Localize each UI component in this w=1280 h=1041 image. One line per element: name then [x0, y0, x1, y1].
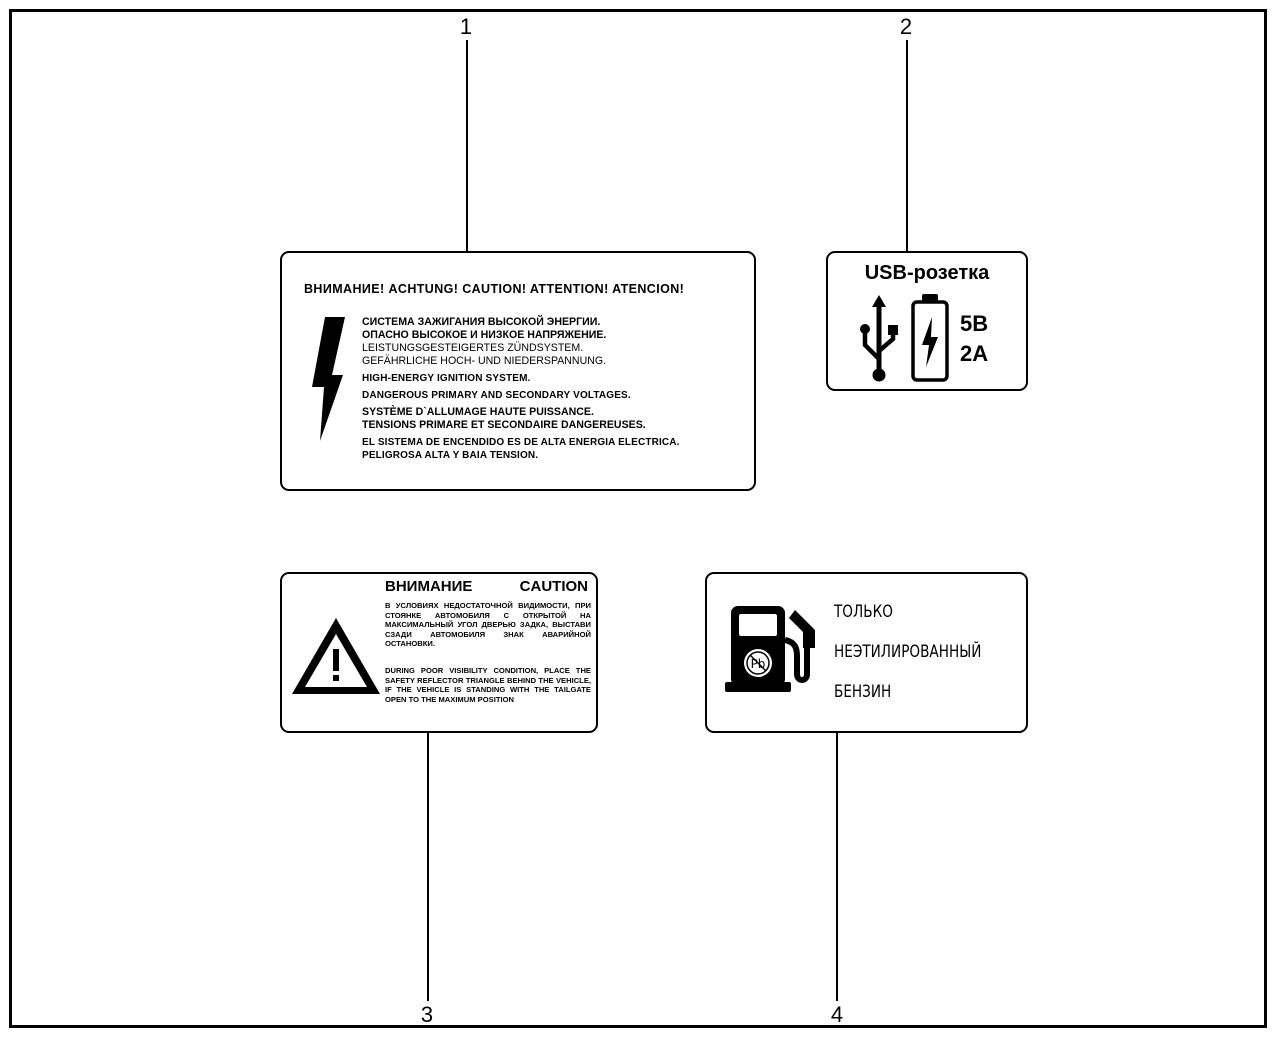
callout-3: 3 — [420, 1002, 434, 1027]
label3-heading-ru: ВНИМАНИЕ — [385, 578, 473, 595]
leader-line-4 — [836, 733, 838, 1001]
callout-1: 1 — [459, 14, 473, 39]
lightning-bolt-icon — [308, 315, 348, 448]
svg-text:Pb: Pb — [751, 657, 766, 671]
battery-charging-icon — [910, 293, 950, 388]
label1-line: СИСТЕМА ЗАЖИГАНИЯ ВЫСОКОЙ ЭНЕРГИИ. — [362, 316, 601, 328]
label4-line: ТОЛЬКО — [834, 602, 893, 622]
label1-line: GEFÄHRLICHE HOCH- UND NIEDERSPANNUNG. — [362, 355, 607, 367]
callout-2: 2 — [899, 14, 913, 39]
label-ignition-warning: ВНИМАНИЕ! ACHTUNG! CAUTION! ATTENTION! A… — [280, 251, 756, 491]
label3-text-ru: В УСЛОВИЯХ НЕДОСТАТОЧНОЙ ВИДИМОСТИ, ПРИ … — [385, 601, 591, 649]
label4-line: БЕНЗИН — [834, 682, 892, 702]
label1-text-block: СИСТЕМА ЗАЖИГАНИЯ ВЫСОКОЙ ЭНЕРГИИ. ОПАСН… — [362, 316, 742, 462]
usb-icon — [856, 293, 902, 390]
label1-line: ОПАСНО ВЫСОКОЕ И НИЗКОЕ НАПРЯЖЕНИЕ. — [362, 329, 607, 341]
label1-header: ВНИМАНИЕ! ACHTUNG! CAUTION! ATTENTION! A… — [304, 282, 685, 296]
label-unleaded-fuel: Pb ТОЛЬКО НЕЭТИЛИРОВАННЫЙ БЕНЗИН — [705, 572, 1028, 733]
label1-line: HIGH-ENERGY IGNITION SYSTEM. — [362, 373, 531, 384]
fuel-pump-no-lead-icon: Pb — [723, 602, 823, 699]
label2-current: 2А — [960, 341, 989, 366]
label1-line: LEISTUNGSGESTEIGERTES ZÜNDSYSTEM. — [362, 342, 584, 354]
label1-line: SYSTÈME D`ALLUMAGE HAUTE PUISSANCE. — [362, 406, 594, 418]
leader-line-3 — [427, 733, 429, 1001]
label3-text-en: DURING POOR VISIBILITY CONDITION, PLACE … — [385, 666, 591, 704]
drawing-frame — [9, 9, 1267, 1028]
label1-line: TENSIONS PRIMARE ET SECONDAIRE DANGEREUS… — [362, 419, 646, 431]
label2-title: USB-розетка — [864, 262, 990, 284]
leader-line-2 — [906, 40, 908, 251]
label4-line: НЕЭТИЛИРОВАННЫЙ — [834, 642, 982, 662]
label1-line: PELIGROSA ALTA Y BAIA TENSION. — [362, 450, 539, 461]
label3-heading-en: CAUTION — [519, 578, 588, 595]
label1-line: DANGEROUS PRIMARY AND SECONDARY VOLTAGES… — [362, 390, 631, 401]
label2-voltage: 5В — [960, 311, 989, 336]
leader-line-1 — [466, 40, 468, 251]
label-usb-socket: USB-розетка 5В 2А — [826, 251, 1028, 391]
label1-line: EL SISTEMA DE ENCENDIDO ES DE ALTA ENERG… — [362, 437, 680, 448]
warning-triangle-icon — [290, 616, 382, 701]
callout-4: 4 — [830, 1002, 844, 1027]
label-tailgate-caution: ВНИМАНИЕ CAUTION В УСЛОВИЯХ НЕДОСТАТОЧНО… — [280, 572, 598, 733]
label2-ratings: 5В 2А — [960, 309, 988, 369]
